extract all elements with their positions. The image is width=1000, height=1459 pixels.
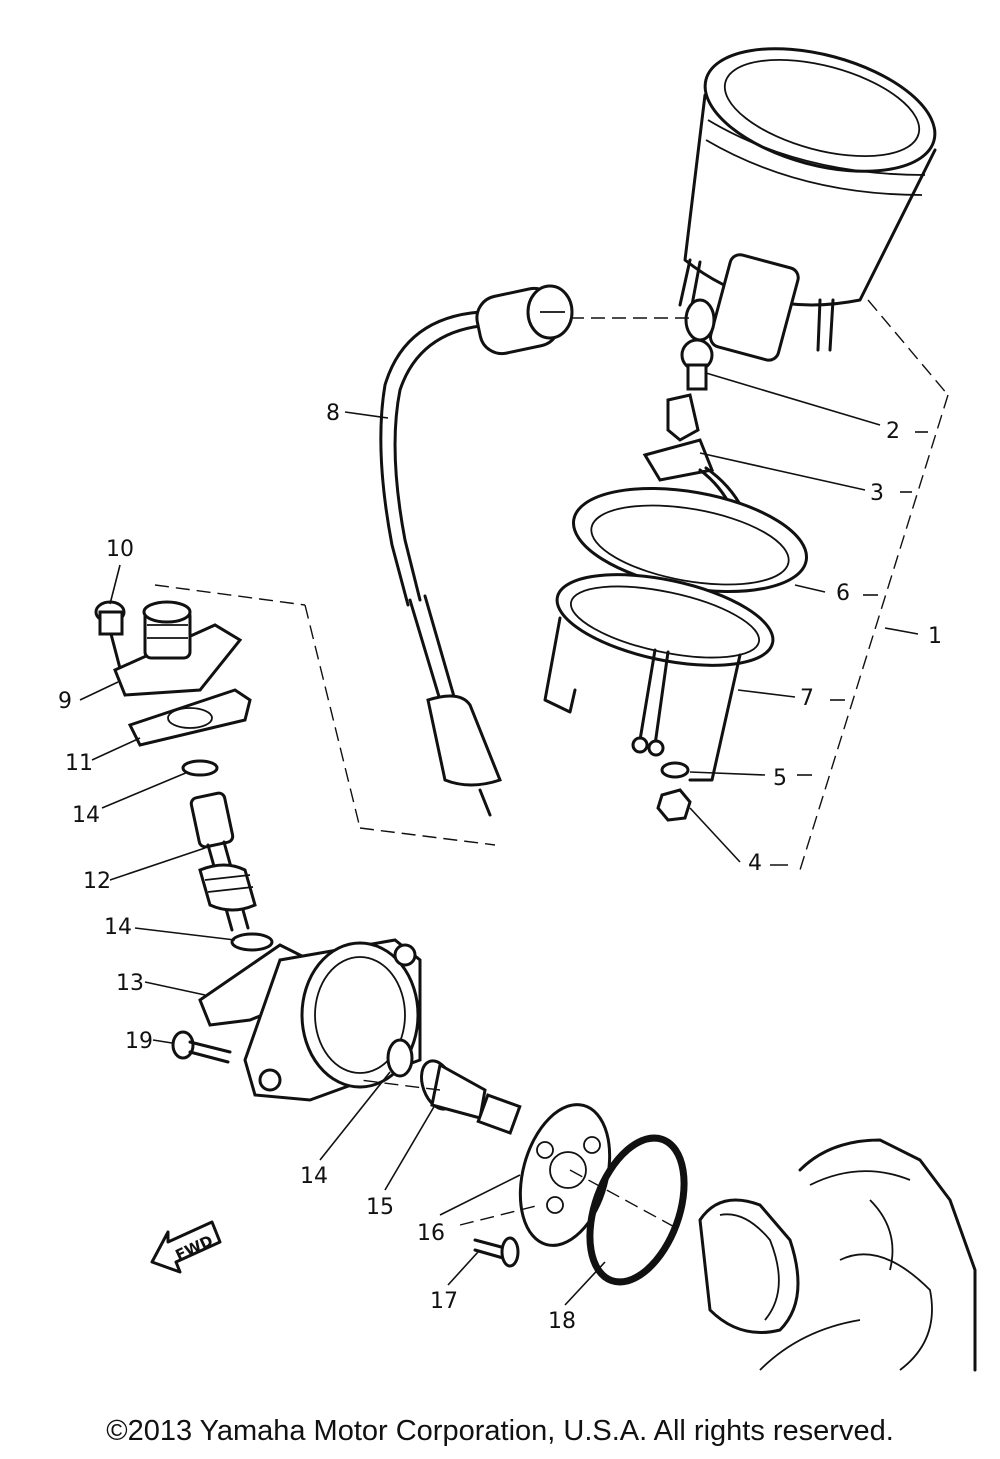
drive-plate[interactable] [506,1095,624,1256]
thrust-washer[interactable] [230,932,274,952]
screw[interactable] [473,1236,520,1268]
meter-damper[interactable] [565,472,814,608]
gasket[interactable] [127,688,252,747]
label-part-9: 9 [58,689,72,714]
speedometer-drive-gear[interactable] [415,1056,522,1135]
label-part-14-middle: 14 [104,915,132,940]
speedometer-fitting[interactable] [113,600,243,697]
leader-lines [79,372,881,1306]
housing-bolt[interactable] [171,1030,232,1064]
label-part-19: 19 [125,1029,153,1054]
assembly-bracket-ticks [770,431,928,866]
label-part-2: 2 [886,419,900,444]
label-part-14-lower: 14 [300,1164,328,1189]
bulb[interactable] [680,338,714,391]
copyright-notice: ©2013 Yamaha Motor Corporation, U.S.A. A… [106,1415,894,1447]
label-part-14-upper: 14 [72,803,100,828]
label-part-13: 13 [116,971,144,996]
speedometer-gear-shaft[interactable] [189,791,257,932]
speedometer-cable[interactable] [379,284,574,817]
exploded-parts-diagram: FWD [58,26,977,1372]
label-part-16: 16 [417,1221,445,1246]
thrust-washer[interactable] [386,1038,414,1078]
label-part-8: 8 [326,401,340,426]
washer[interactable] [660,761,690,779]
label-part-3: 3 [870,481,884,506]
nut[interactable] [656,788,692,822]
speedometer-meter[interactable] [678,26,948,362]
label-part-6: 6 [836,581,850,606]
label-part-11: 11 [65,751,93,776]
forward-direction-arrow: FWD [150,1220,222,1274]
bolt[interactable] [94,600,126,678]
label-part-10: 10 [106,537,134,562]
label-part-4: 4 [748,851,762,876]
label-part-7: 7 [800,686,814,711]
label-part-5: 5 [773,766,787,791]
thrust-washer[interactable] [181,759,219,777]
label-part-15: 15 [366,1195,394,1220]
meter-bracket[interactable] [543,558,781,782]
label-part-18: 18 [548,1309,576,1334]
wheel-hub [698,1138,977,1372]
o-ring[interactable] [572,1125,702,1295]
alignment-lines [154,299,949,1231]
label-part-1: 1 [928,624,942,649]
label-part-12: 12 [83,869,111,894]
label-part-17: 17 [430,1289,458,1314]
